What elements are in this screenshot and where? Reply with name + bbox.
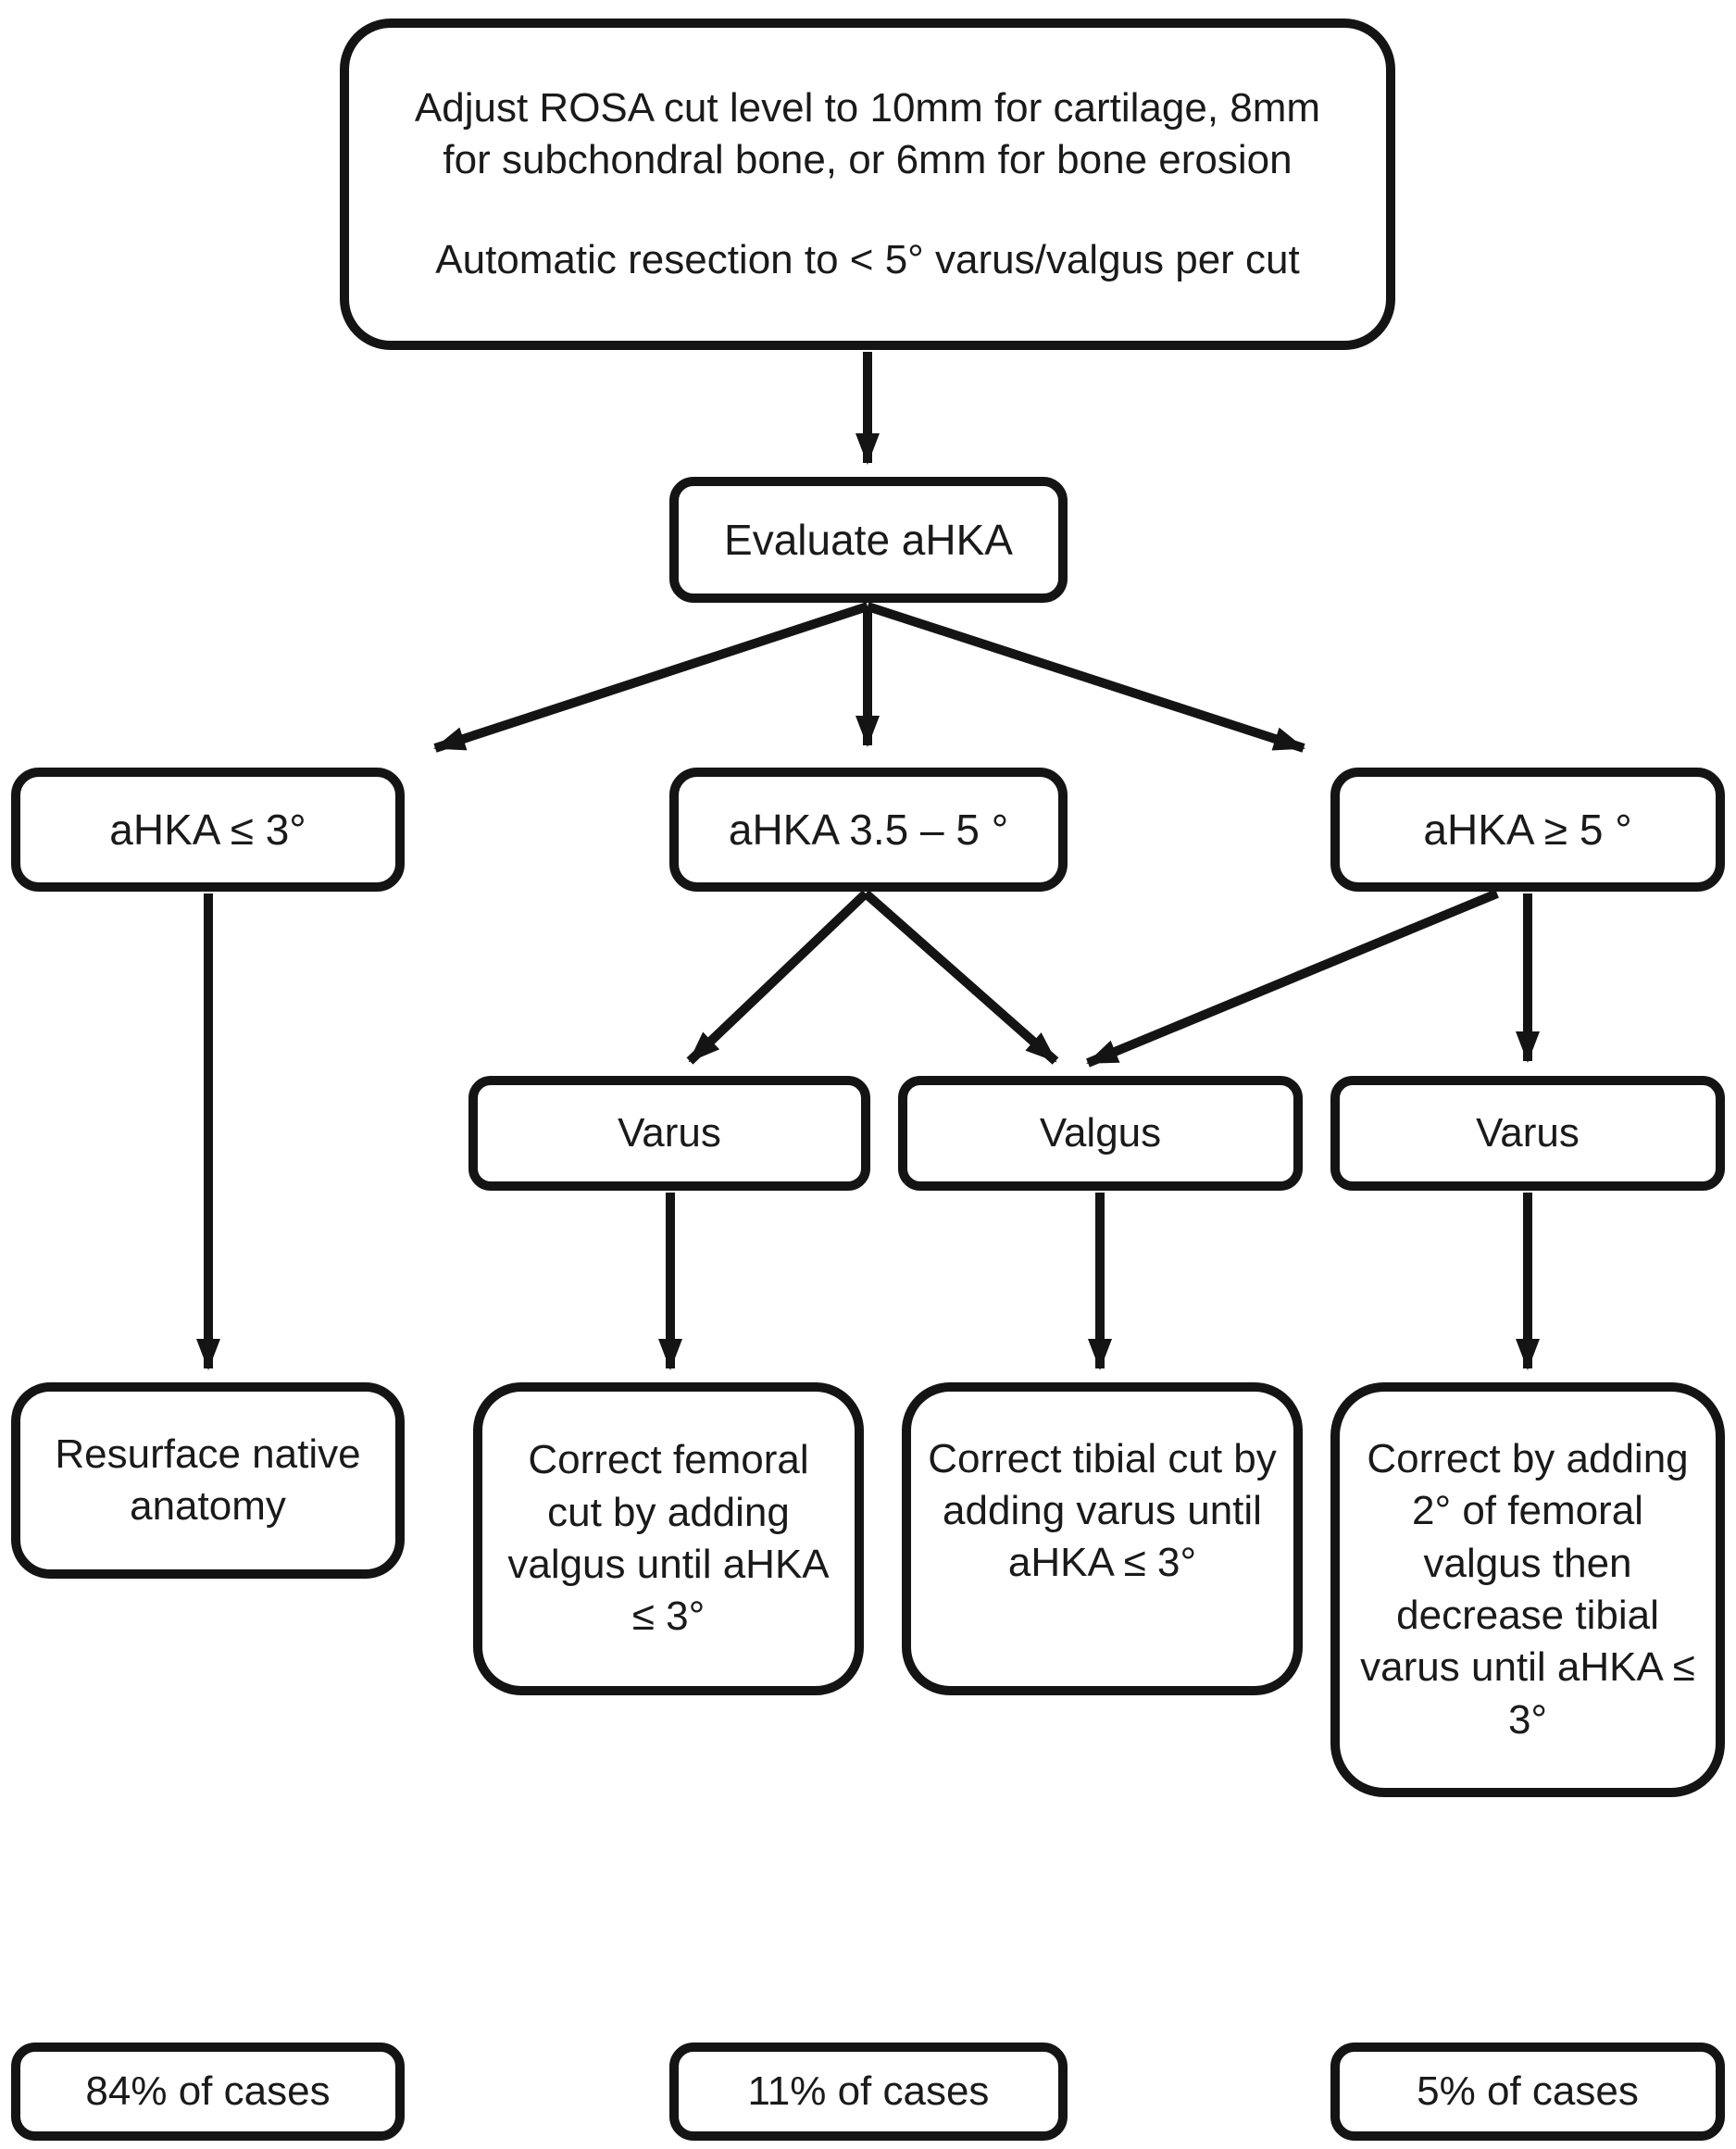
condition-box-ahka-3-5-to-5: aHKA 3.5 – 5 ° bbox=[669, 768, 1068, 892]
cases-label-5: 5% of cases bbox=[1417, 2068, 1639, 2114]
action-label-correct-combined: Correct by adding 2° of femoral valgus t… bbox=[1360, 1436, 1695, 1743]
arrow-evaluate-to-right bbox=[866, 602, 1305, 753]
action-box-correct-tibial: Correct tibial cut by adding varus until… bbox=[902, 1382, 1303, 1695]
valgus-label: Valgus bbox=[1039, 1109, 1162, 1156]
arrow-middle-to-valgus bbox=[862, 890, 1059, 1065]
cases-box-5: 5% of cases bbox=[1330, 2043, 1725, 2141]
action-label-correct-femoral: Correct femoral cut by adding valgus unt… bbox=[507, 1437, 830, 1640]
action-label-correct-tibial: Correct tibial cut by adding varus until… bbox=[928, 1435, 1277, 1586]
varus-label-middle: Varus bbox=[618, 1109, 721, 1156]
condition-label-ahka-le-3: aHKA ≤ 3° bbox=[109, 805, 306, 854]
cases-label-84: 84% of cases bbox=[85, 2068, 331, 2114]
action-box-correct-femoral: Correct femoral cut by adding valgus unt… bbox=[473, 1382, 864, 1695]
arrow-evaluate-to-left bbox=[433, 602, 869, 753]
varus-box-right: Varus bbox=[1330, 1076, 1725, 1191]
evaluate-ahka-box: Evaluate aHKA bbox=[669, 477, 1068, 603]
condition-label-ahka-ge-5: aHKA ≥ 5 ° bbox=[1423, 805, 1632, 854]
action-box-resurface: Resurface native anatomy bbox=[11, 1382, 405, 1579]
arrow-right-to-valgus bbox=[1086, 889, 1499, 1068]
top-instruction-paragraph-2: Automatic resection to < 5° varus/valgus… bbox=[435, 237, 1300, 283]
valgus-box: Valgus bbox=[898, 1076, 1303, 1191]
top-instruction-box: Adjust ROSA cut level to 10mm for cartil… bbox=[340, 19, 1395, 350]
evaluate-ahka-label: Evaluate aHKA bbox=[724, 515, 1013, 564]
cases-box-11: 11% of cases bbox=[669, 2043, 1068, 2141]
varus-label-right: Varus bbox=[1476, 1109, 1580, 1156]
condition-box-ahka-ge-5: aHKA ≥ 5 ° bbox=[1330, 768, 1725, 892]
varus-box-middle: Varus bbox=[468, 1076, 870, 1191]
condition-box-ahka-le-3: aHKA ≤ 3° bbox=[11, 768, 405, 892]
cases-box-84: 84% of cases bbox=[11, 2043, 405, 2141]
cases-label-11: 11% of cases bbox=[747, 2068, 990, 2114]
arrow-middle-to-varus bbox=[686, 890, 869, 1065]
top-instruction-paragraph-1: Adjust ROSA cut level to 10mm for cartil… bbox=[414, 84, 1321, 182]
condition-label-ahka-3-5-to-5: aHKA 3.5 – 5 ° bbox=[728, 805, 1009, 854]
action-label-resurface: Resurface native anatomy bbox=[55, 1431, 361, 1529]
action-box-correct-combined: Correct by adding 2° of femoral valgus t… bbox=[1330, 1382, 1725, 1797]
